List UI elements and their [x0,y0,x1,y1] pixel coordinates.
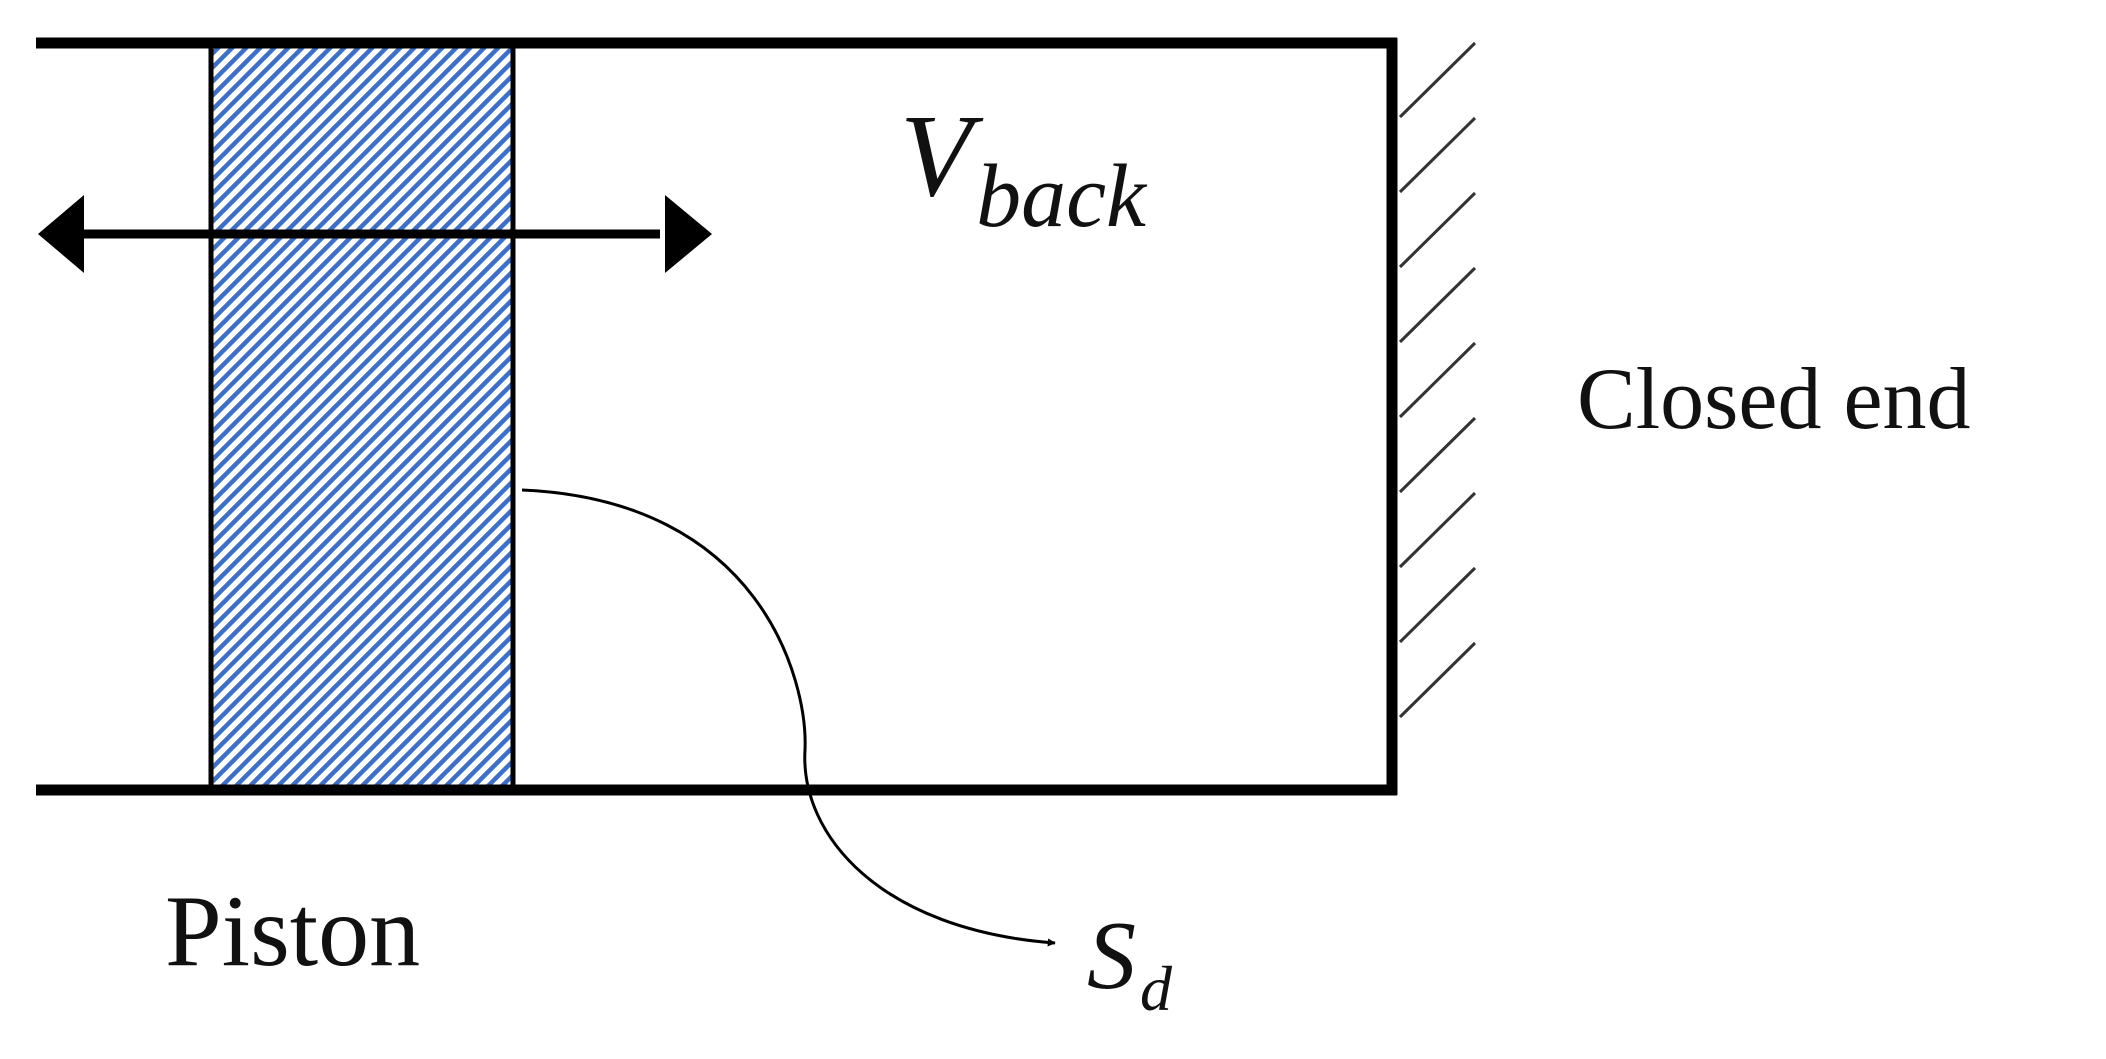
arrowhead-left-icon [38,195,84,273]
piston-label: Piston [165,875,420,988]
piston [208,40,516,793]
piston-motion-arrow [38,195,712,273]
surface-label: Sd [1087,902,1173,1024]
closed-end-wall-hatch [1398,41,1477,719]
surface-pointer-curve [521,488,1056,947]
arrowhead-right-icon [665,195,712,273]
closed-end-label: Closed end [1577,351,1971,448]
volume-label: Vback [900,90,1148,246]
